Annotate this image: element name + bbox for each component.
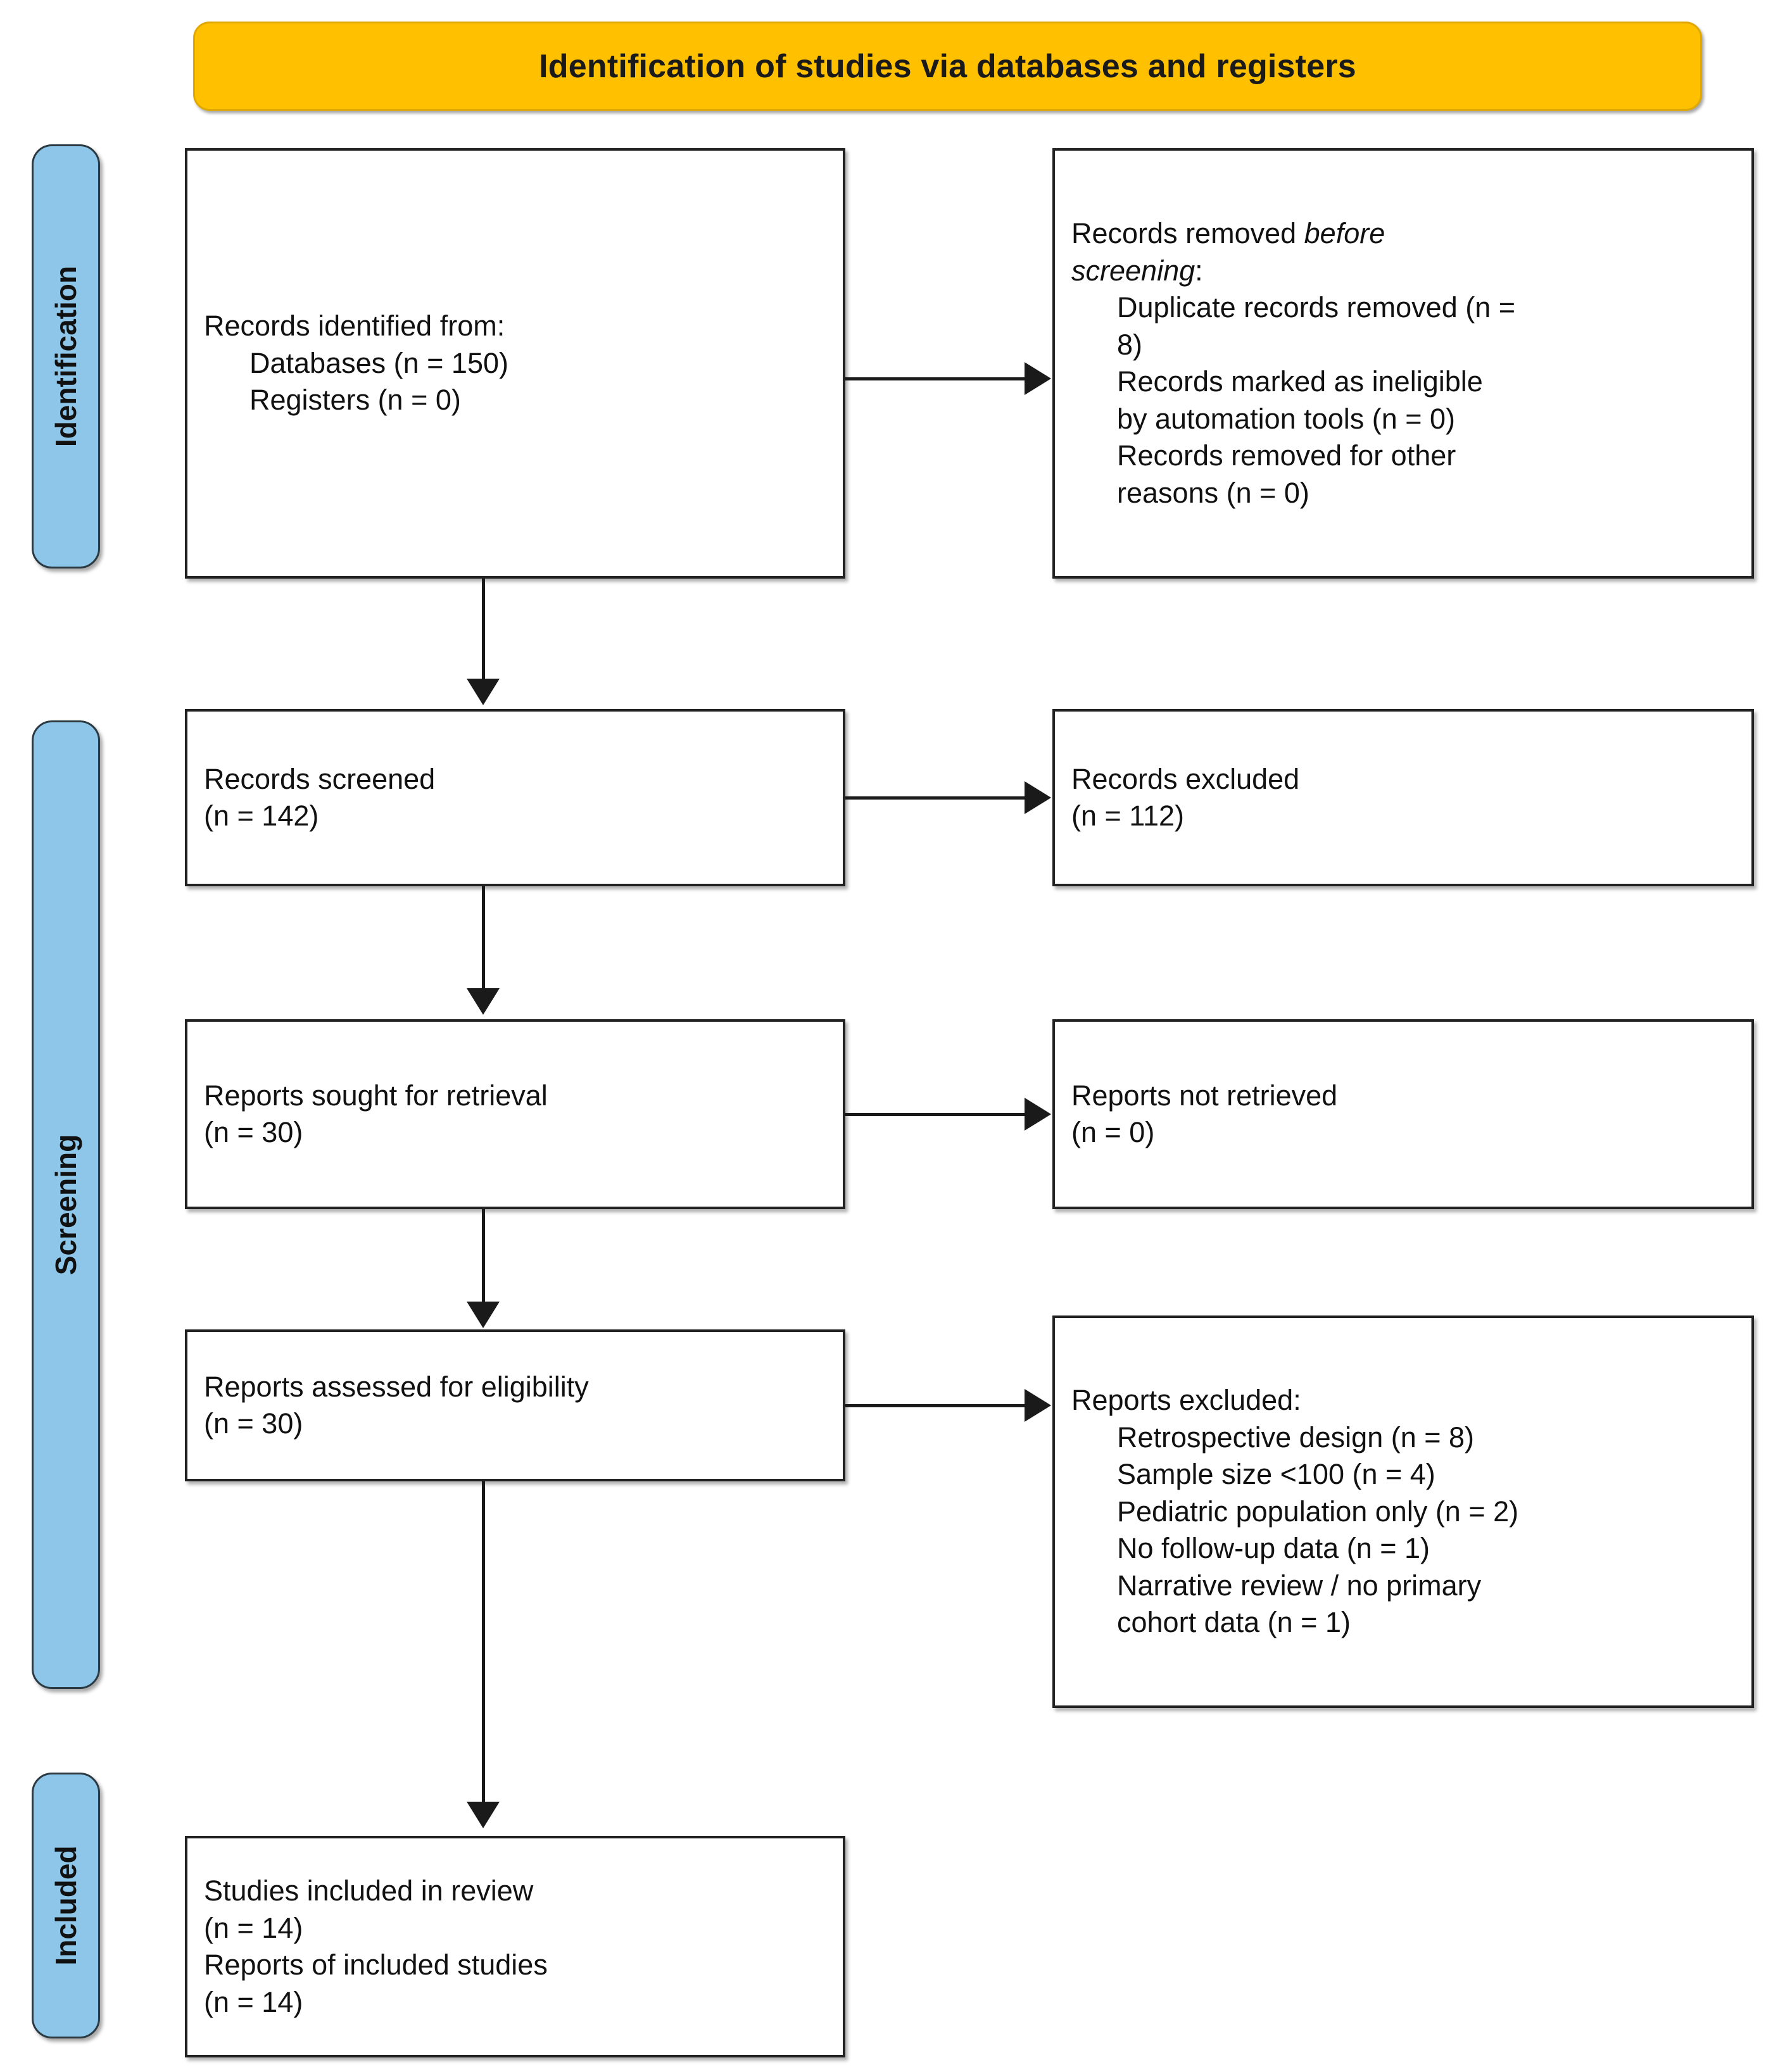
box-records-identified-content: Records identified from: Databases (n = …: [187, 308, 843, 419]
text-line: Records marked as ineligible: [1117, 365, 1483, 398]
box-records-identified: Records identified from: Databases (n = …: [185, 148, 845, 579]
text-line: Reports sought for retrieval: [204, 1079, 548, 1112]
text-line: (n = 142): [204, 800, 319, 832]
stage-tab-included-label: Included: [49, 1845, 82, 1966]
text-line: Reports not retrieved: [1071, 1079, 1338, 1112]
connector-identified-to-removed: [845, 377, 1026, 380]
box-reports-excluded: Reports excluded: Retrospective design (…: [1052, 1315, 1754, 1708]
text-line: Sample size <100 (n = 4): [1117, 1458, 1435, 1491]
connector-assessed-to-excluded-arrowhead: [1025, 1389, 1051, 1422]
box-records-removed-content: Records removed before screening: Duplic…: [1055, 215, 1751, 512]
box-reports-sought: Reports sought for retrieval (n = 30): [185, 1019, 845, 1209]
text-line: screening:: [1071, 253, 1735, 290]
stage-tab-identification: Identification: [32, 144, 100, 568]
text-line: Retrospective design (n = 8): [1117, 1421, 1475, 1454]
box-records-screened-content: Records screened (n = 142): [187, 761, 843, 835]
text-line: Reports assessed for eligibility: [204, 1370, 589, 1403]
connector-assessed-to-included-arrowhead: [467, 1802, 500, 1828]
stage-tab-included: Included: [32, 1773, 100, 2038]
box-reports-not-retrieved-content: Reports not retrieved (n = 0): [1055, 1077, 1751, 1152]
text-emphasis: before: [1304, 217, 1385, 249]
text-line: reasons (n = 0): [1117, 476, 1309, 509]
box-reports-assessed: Reports assessed for eligibility (n = 30…: [185, 1329, 845, 1481]
text-line: Records removed for other: [1117, 439, 1456, 472]
connector-screened-to-sought: [482, 886, 485, 992]
box-studies-included: Studies included in review (n = 14) Repo…: [185, 1836, 845, 2057]
box-studies-included-content: Studies included in review (n = 14) Repo…: [187, 1873, 843, 2021]
box-records-screened: Records screened (n = 142): [185, 709, 845, 886]
box-reports-sought-content: Reports sought for retrieval (n = 30): [187, 1077, 843, 1152]
connector-sought-to-not-retrieved: [845, 1113, 1026, 1116]
connector-assessed-to-excluded: [845, 1404, 1026, 1407]
text-line: cohort data (n = 1): [1117, 1606, 1351, 1639]
text-line: Records removed before: [1071, 215, 1735, 253]
text-line: No follow-up data (n = 1): [1117, 1532, 1430, 1565]
text-line: (n = 14): [204, 1911, 303, 1944]
stage-tab-screening: Screening: [32, 720, 100, 1689]
text-line: Databases (n = 150): [249, 346, 508, 379]
connector-assessed-to-included: [482, 1481, 485, 1805]
text-line: Studies included in review: [204, 1874, 534, 1907]
text-line: (n = 112): [1071, 800, 1185, 832]
text-line: by automation tools (n = 0): [1117, 402, 1456, 435]
connector-identified-to-screened: [482, 579, 485, 682]
text-fragment: :: [1195, 254, 1203, 287]
text-line: Records identified from:: [204, 310, 505, 342]
text-line: 8): [1117, 328, 1143, 361]
text-line: (n = 0): [1071, 1116, 1155, 1148]
box-records-excluded: Records excluded (n = 112): [1052, 709, 1754, 886]
connector-screened-to-sought-arrowhead: [467, 988, 500, 1015]
text-line: Records excluded: [1071, 762, 1300, 795]
connector-sought-to-assessed-arrowhead: [467, 1302, 500, 1328]
text-line: Records screened: [204, 762, 436, 795]
text-line: Registers (n = 0): [249, 384, 461, 417]
connector-screened-to-excluded-arrowhead: [1025, 781, 1051, 814]
connector-identified-to-screened-arrowhead: [467, 679, 500, 705]
box-reports-excluded-content: Reports excluded: Retrospective design (…: [1055, 1382, 1751, 1642]
text-line: (n = 30): [204, 1116, 303, 1148]
text-emphasis: screening: [1071, 254, 1195, 287]
diagram-title-text: Identification of studies via databases …: [539, 47, 1356, 85]
connector-screened-to-excluded: [845, 796, 1026, 800]
stage-tab-identification-label: Identification: [49, 265, 82, 448]
text-line: Reports excluded:: [1071, 1384, 1301, 1417]
connector-sought-to-not-retrieved-arrowhead: [1025, 1098, 1051, 1131]
box-records-excluded-content: Records excluded (n = 112): [1055, 761, 1751, 835]
text-line: (n = 14): [204, 1985, 303, 2018]
box-reports-not-retrieved: Reports not retrieved (n = 0): [1052, 1019, 1754, 1209]
text-line: Narrative review / no primary: [1117, 1569, 1482, 1602]
box-reports-assessed-content: Reports assessed for eligibility (n = 30…: [187, 1369, 843, 1443]
text-line: Duplicate records removed (n =: [1117, 291, 1516, 323]
text-line: Pediatric population only (n = 2): [1117, 1495, 1519, 1528]
text-line: Reports of included studies: [204, 1949, 548, 1981]
stage-tab-screening-label: Screening: [49, 1134, 82, 1276]
connector-identified-to-removed-arrowhead: [1025, 362, 1051, 395]
text-line: (n = 30): [204, 1407, 303, 1440]
text-fragment: Records removed: [1071, 217, 1304, 249]
connector-sought-to-assessed: [482, 1209, 485, 1305]
box-records-removed-before-screening: Records removed before screening: Duplic…: [1052, 148, 1754, 579]
diagram-title-banner: Identification of studies via databases …: [193, 22, 1702, 111]
